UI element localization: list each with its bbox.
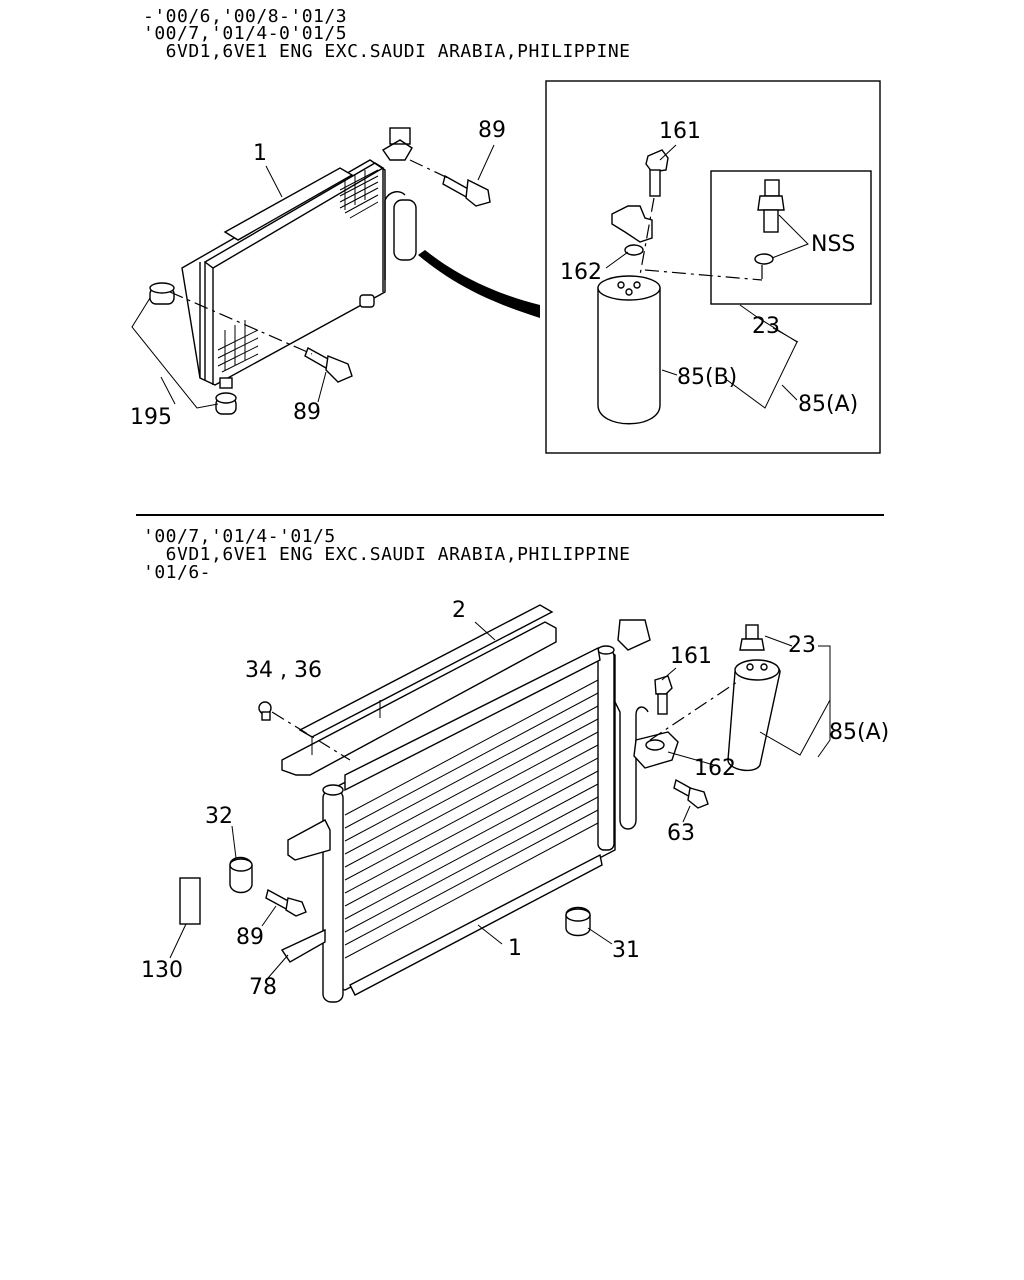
callout-top-receiver-85a: 85(A) (798, 392, 859, 417)
bottom-header-line-1: '00/7,'01/4-'01/5 (143, 526, 336, 547)
top-mount-rubber-upper (149, 282, 175, 305)
top-mount-rubber-lower (215, 392, 237, 415)
callout-bottom-condenser-1: 1 (508, 936, 522, 961)
callout-bottom-bracket-78: 78 (249, 975, 277, 1000)
callout-top-nss: NSS (811, 232, 856, 257)
callout-bottom-clip-34-36: 34 , 36 (245, 658, 322, 683)
top-header-line-3: 6VD1,6VE1 ENG EXC.SAUDI ARABIA,PHILIPPIN… (143, 41, 631, 62)
callout-bottom-bolt-161: 161 (670, 644, 712, 669)
detail-receiver-drier (597, 275, 661, 425)
top-detail-box (545, 80, 881, 454)
detail-nss-switch (757, 179, 785, 233)
callout-bottom-oring-162: 162 (694, 756, 736, 781)
callout-bottom-rubber-32: 32 (205, 804, 233, 829)
callout-top-bolt-161: 161 (659, 119, 701, 144)
callout-top-mount-rubber: 195 (130, 405, 172, 430)
callout-top-receiver-85b: 85(B) (677, 365, 738, 390)
detail-nss-oring (754, 253, 774, 265)
callout-bottom-bolt-63: 63 (667, 821, 695, 846)
detail-pointer-wedge (418, 250, 540, 318)
bottom-header-line-3: '01/6- (143, 562, 212, 583)
callout-bottom-switch-23: 23 (788, 633, 816, 658)
callout-bottom-cap-31: 31 (612, 938, 640, 963)
callout-bottom-bolt-89: 89 (236, 925, 264, 950)
callout-top-condenser: 1 (253, 141, 267, 166)
top-nss-sub-box (710, 170, 872, 305)
detail-oring-162 (624, 244, 644, 256)
top-header-line-2: '00/7,'01/4-0'01/5 (143, 23, 348, 44)
callout-top-switch-23: 23 (752, 314, 780, 339)
callout-bottom-seal-2: 2 (452, 598, 466, 623)
callout-bottom-receiver-85a: 85(A) (829, 720, 890, 745)
detail-bolt-161 (645, 149, 669, 197)
top-header-line-1: -'00/6,'00/8-'01/3 (143, 6, 348, 27)
callout-top-oring-162: 162 (560, 260, 602, 285)
callout-bottom-pad-130: 130 (141, 958, 183, 983)
callout-top-bolt-upper: 89 (478, 118, 506, 143)
callout-top-bolt-lower: 89 (293, 400, 321, 425)
bottom-header-line-2: 6VD1,6VE1 ENG EXC.SAUDI ARABIA,PHILIPPIN… (143, 544, 631, 565)
detail-bracket (611, 205, 653, 243)
top-bolt-upper (442, 174, 491, 207)
top-condenser (181, 127, 417, 389)
top-bolt-lower (304, 346, 353, 383)
